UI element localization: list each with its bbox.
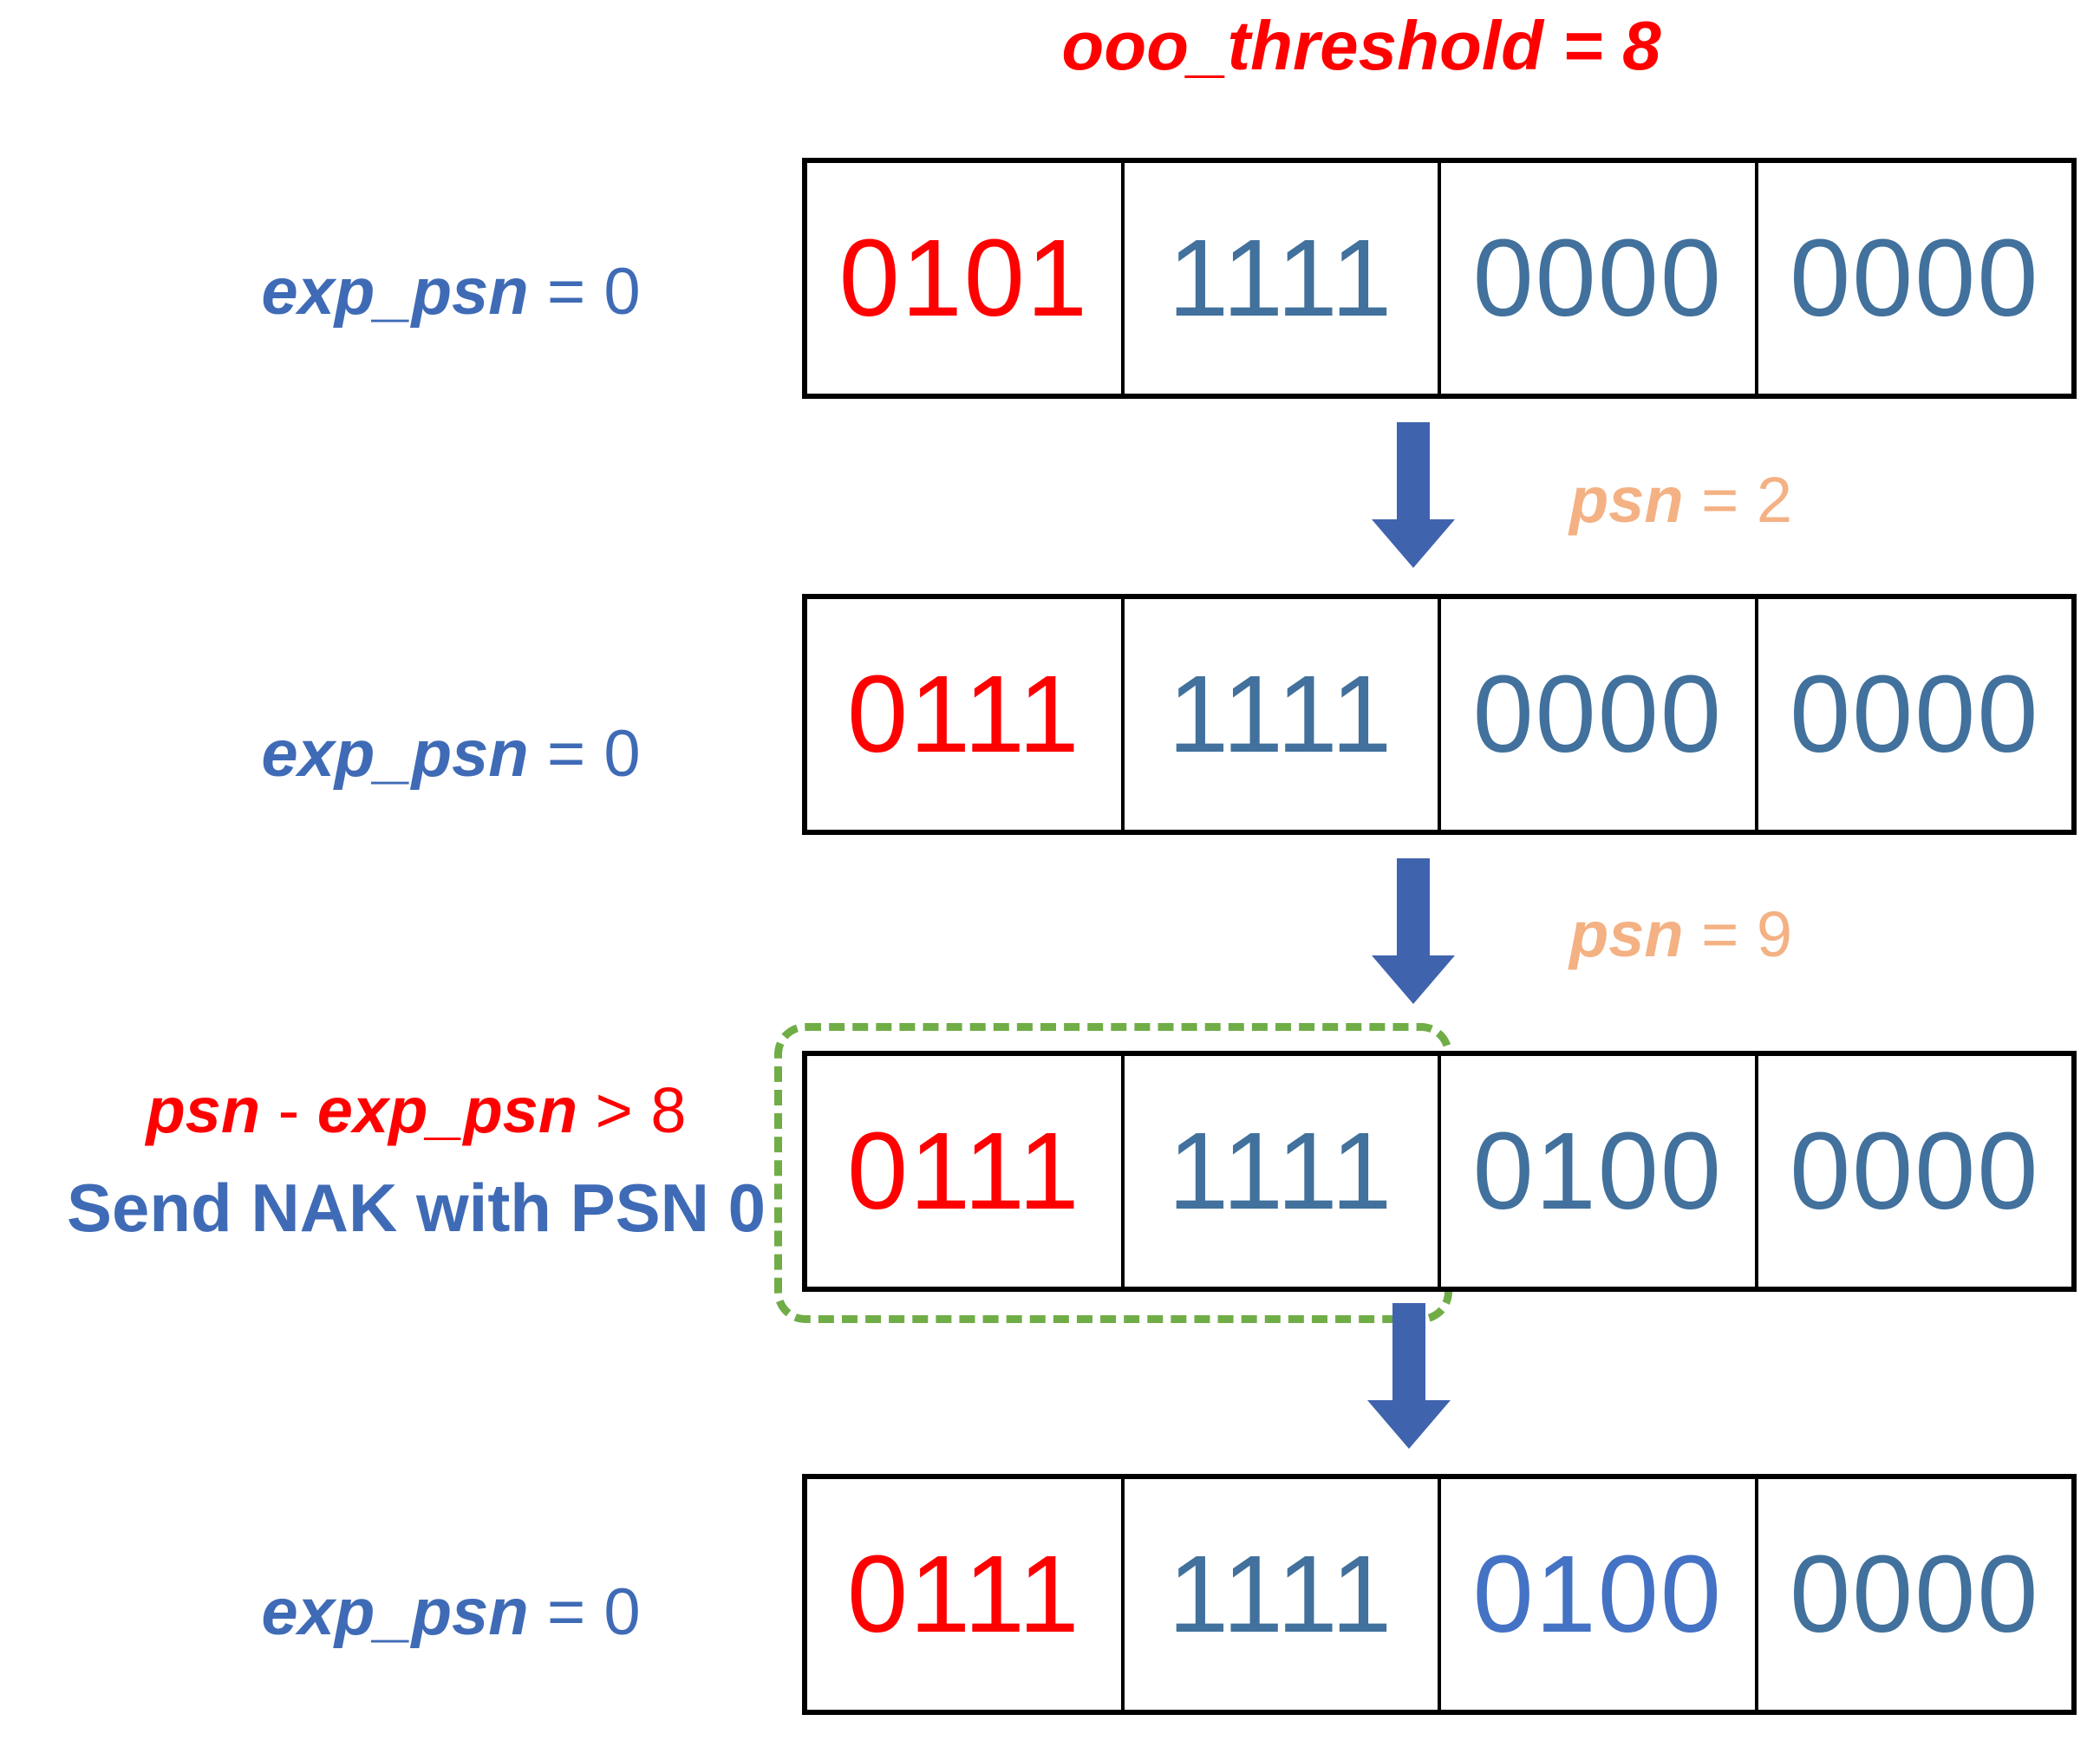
psn-variable: psn xyxy=(1569,898,1684,970)
down-arrow-icon xyxy=(1372,422,1455,568)
down-arrow-icon xyxy=(1367,1303,1451,1449)
bitmap-row-2: 0111 1111 0000 0000 xyxy=(802,594,2077,835)
bitmap-cell: 1111 xyxy=(1120,163,1438,394)
exp-psn-variable: exp_psn xyxy=(261,717,529,791)
bitmap-cell: 0100 xyxy=(1438,1479,1755,1710)
bitmap-row-4: 0111 1111 0100 0000 xyxy=(802,1474,2077,1715)
diagram-title: ooo_threshold = 8 xyxy=(1061,7,1661,84)
exp-psn-variable: exp_psn xyxy=(261,255,529,329)
arrow-head xyxy=(1367,1400,1451,1449)
bitmap-cell: 0100 xyxy=(1438,1056,1755,1287)
arrow-stem xyxy=(1392,1303,1425,1400)
exp-psn-value: = 0 xyxy=(528,1575,641,1649)
psn-label-2: psn = 9 xyxy=(1569,898,2020,971)
condition-separator: - xyxy=(260,1074,317,1146)
exp-psn-label-row4: exp_psn = 0 xyxy=(17,1565,884,1660)
bitmap-cell: 0000 xyxy=(1754,163,2072,394)
bitmap-cell: 0000 xyxy=(1754,1479,2072,1710)
bitmap-cell: 1111 xyxy=(1120,599,1438,830)
bitmap-cell: 0000 xyxy=(1754,599,2072,830)
bitmap-cell: 1111 xyxy=(1120,1479,1438,1710)
bitmap-cell: 0000 xyxy=(1754,1056,2072,1287)
down-arrow-icon xyxy=(1372,858,1455,1004)
condition-threshold: > 8 xyxy=(577,1074,687,1146)
psn-value: = 2 xyxy=(1683,464,1793,536)
bitmap-row-3: 0111 1111 0100 0000 xyxy=(802,1051,2077,1292)
exp-psn-label-row1: exp_psn = 0 xyxy=(17,244,884,340)
send-nak-label: Send NAK with PSN 0 xyxy=(66,1170,766,1246)
psn-value: = 9 xyxy=(1683,898,1793,970)
bitmap-cell: 1111 xyxy=(1120,1056,1438,1287)
arrow-head xyxy=(1372,955,1455,1004)
exp-psn-label-row2: exp_psn = 0 xyxy=(17,707,884,802)
exp-psn-value: = 0 xyxy=(528,717,641,791)
exp-psn-variable: exp_psn xyxy=(261,1575,529,1649)
bitmap-cell: 0000 xyxy=(1438,163,1755,394)
psn-variable: psn xyxy=(146,1074,261,1146)
condition-label: psn - exp_psn > 8 xyxy=(0,1062,832,1159)
exp-psn-value: = 0 xyxy=(528,255,641,329)
bitmap-row-1: 0101 1111 0000 0000 xyxy=(802,158,2077,399)
bitmap-cell: 0111 xyxy=(846,1533,1081,1655)
exp-psn-variable: exp_psn xyxy=(316,1074,578,1146)
bitmap-cell: 0101 xyxy=(838,217,1089,339)
bitmap-cell: 0111 xyxy=(846,1110,1081,1232)
arrow-head xyxy=(1372,519,1455,568)
condition-block: psn - exp_psn > 8 Send NAK with PSN 0 xyxy=(0,1062,832,1256)
bitmap-cell: 0000 xyxy=(1438,599,1755,830)
psn-variable: psn xyxy=(1569,464,1684,536)
arrow-stem xyxy=(1397,858,1430,955)
arrow-stem xyxy=(1397,422,1430,519)
bitmap-cell: 0111 xyxy=(846,653,1081,775)
psn-label-1: psn = 2 xyxy=(1569,464,2020,537)
